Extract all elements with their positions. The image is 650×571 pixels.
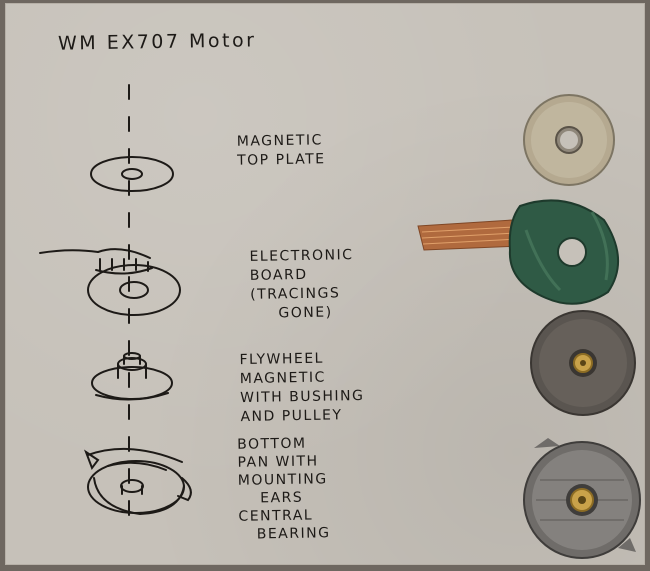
sketch-title: WM EX707 Motor	[57, 29, 257, 55]
flywheel-part	[530, 310, 636, 416]
ribbon-cable-part	[417, 219, 521, 251]
top-plate-part	[523, 94, 615, 186]
label-line: MAGNETIC	[236, 132, 324, 150]
label-bottom-pan: BOTTOM PAN WITH MOUNTING EARS CENTRAL BE…	[237, 434, 331, 544]
label-line: FLYWHEEL	[239, 350, 325, 369]
bottom-pan-sketch	[83, 447, 192, 516]
label-line: BOARD	[249, 266, 308, 284]
label-line: (TRACINGS	[250, 285, 341, 303]
label-line: GONE)	[278, 304, 333, 322]
label-line: BEARING	[256, 525, 331, 543]
label-line: MOUNTING	[237, 471, 328, 489]
label-flywheel: FLYWHEEL MAGNETIC WITH BUSHING AND PULLE…	[239, 349, 365, 427]
label-line: WITH BUSHING	[240, 387, 365, 407]
label-line: BOTTOM	[237, 435, 307, 453]
label-line: ELECTRONIC	[249, 247, 354, 265]
flywheel-sketch	[91, 352, 173, 401]
label-line: EARS	[260, 489, 304, 507]
label-line: MAGNETIC	[239, 369, 327, 388]
label-line: AND PULLEY	[240, 407, 343, 426]
label-line: TOP PLATE	[237, 151, 326, 169]
bottom-pan-part	[523, 438, 641, 559]
electronic-board-part	[508, 199, 619, 305]
label-electronic-board: ELECTRONIC BOARD (TRACINGS GONE)	[249, 246, 354, 324]
label-top-plate: MAGNETIC TOP PLATE	[237, 131, 326, 171]
label-line: PAN WITH	[237, 453, 319, 471]
board-sketch	[39, 248, 181, 316]
label-line: CENTRAL	[238, 507, 314, 525]
top-plate-sketch	[90, 156, 174, 192]
